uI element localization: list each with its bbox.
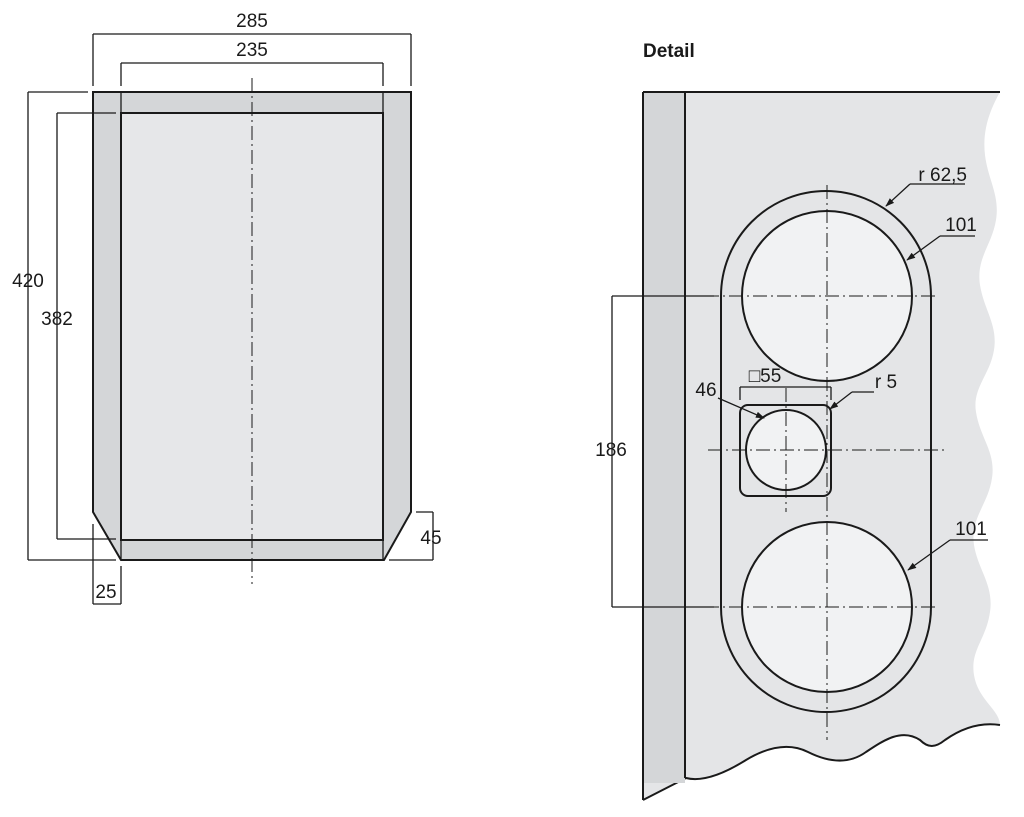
dim-hole-bottom-label: 101 [955,519,987,540]
dim-small-hole: 46 [695,380,765,419]
dim-outer-height: 420 [12,91,116,561]
dim-corner-radius-label: r 5 [875,372,897,393]
dim-square-label: □55 [749,366,782,387]
dim-chamfer-width: 25 [92,524,122,605]
dim-square: □55 [739,366,832,400]
dim-inner-width: 235 [120,40,384,86]
dim-hole-spacing: 186 [595,295,714,608]
dim-inner-height: 382 [41,112,116,540]
dim-outer-width: 285 [92,11,412,86]
dim-outer-height-label: 420 [12,271,44,292]
dim-outer-width-label: 285 [236,11,268,32]
dim-small-hole-label: 46 [695,380,716,401]
dim-spacing-label: 186 [595,440,627,461]
front-view: 285 235 420 382 25 [12,11,442,605]
dim-chamfer-height-label: 45 [420,528,441,549]
dim-chamfer-width-label: 25 [95,582,116,603]
dim-inner-width-label: 235 [236,40,268,61]
detail-view: Detail 186 r 62,5 [595,41,1001,801]
detail-title: Detail [643,41,695,62]
detail-frame-strip [644,93,685,783]
dim-hole-top: 101 [906,215,977,261]
dim-hole-top-label: 101 [945,215,977,236]
dim-corner-radius: r 5 [829,372,897,410]
dim-hole-bottom: 101 [907,519,988,571]
dim-chamfer-height: 45 [389,511,442,561]
dim-outer-radius: r 62,5 [885,165,967,207]
dim-inner-height-label: 382 [41,309,73,330]
dim-outer-radius-label: r 62,5 [918,165,967,186]
